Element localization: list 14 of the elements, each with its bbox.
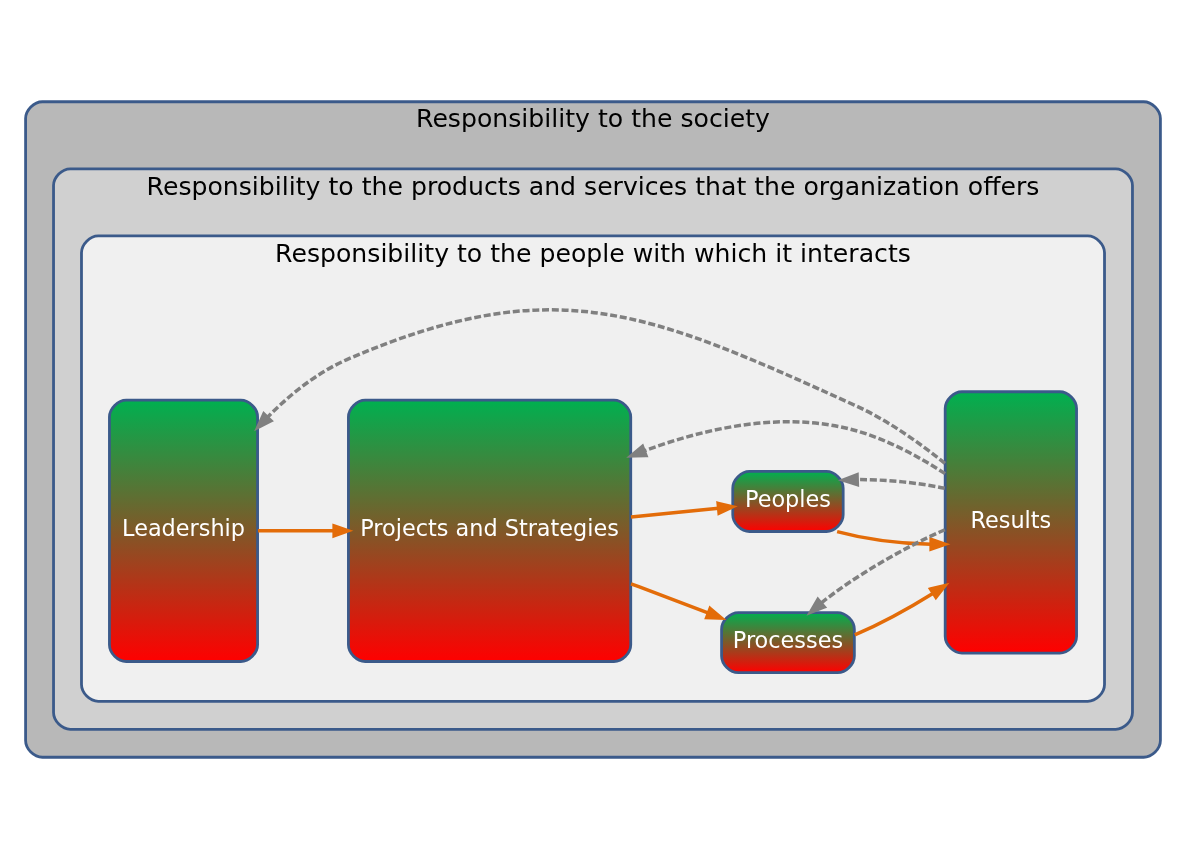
arrow bbox=[630, 500, 738, 519]
arrow bbox=[836, 529, 951, 552]
node-box: Processes bbox=[720, 610, 856, 674]
arrow bbox=[257, 522, 354, 538]
arrow bbox=[630, 581, 727, 620]
node-box: Leadership bbox=[108, 398, 259, 663]
node-box: Projects and Strategies bbox=[347, 398, 633, 663]
arrow bbox=[806, 527, 946, 616]
node-box: Results bbox=[943, 389, 1078, 654]
arrow bbox=[626, 419, 947, 475]
arrow bbox=[854, 582, 950, 637]
arrow bbox=[837, 471, 946, 490]
arrow bbox=[254, 307, 947, 465]
node-box: Peoples bbox=[731, 469, 845, 533]
